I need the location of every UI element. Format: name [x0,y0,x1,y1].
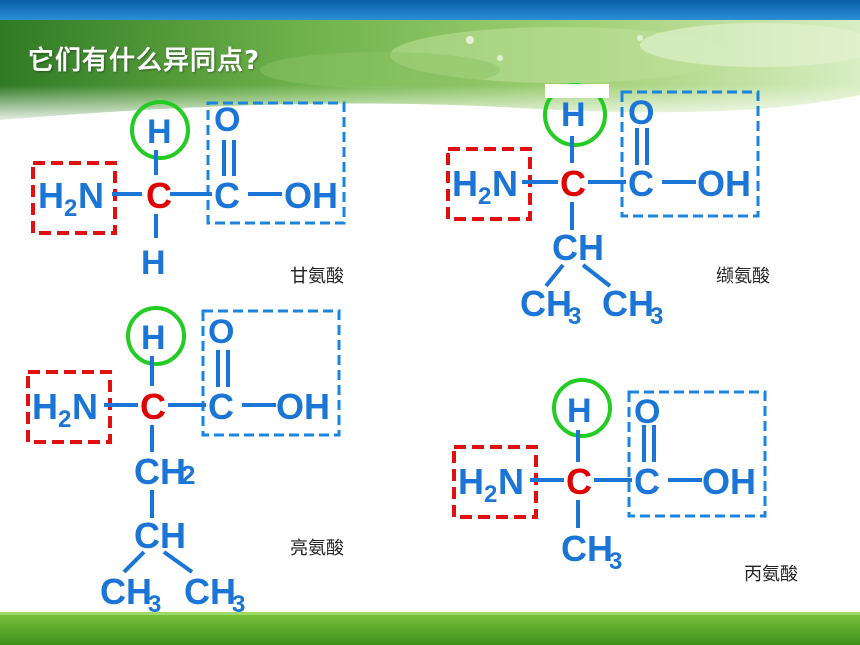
carboxyl-carbon: C [208,386,234,427]
amino-subscript: 2 [478,183,491,210]
carboxyl-group-box [627,390,767,518]
amino-h: H [32,386,58,427]
r-group-ch3-right: CH [184,571,236,612]
alpha-carbon: C [566,461,592,502]
r-group-ch2-sub: 2 [181,460,195,490]
carboxyl-carbon: C [628,163,654,204]
alpha-h-circle [130,100,190,160]
amino-h: H [38,175,64,216]
carboxyl-carbon: C [634,461,660,502]
alpha-carbon: C [560,163,586,204]
alpha-hydrogen: H [141,319,166,357]
r-group-ch3-left: CH [100,571,152,612]
r-group-h: H [141,244,166,282]
amino-subscript: 2 [58,406,71,433]
name-valine: 缬氨酸 [716,266,770,287]
top-blue-bar [0,0,860,20]
name-alanine: 丙氨酸 [744,564,798,585]
slide-title: 它们有什么异同点? [28,46,261,76]
r-group-ch3-left-sub: 3 [148,591,161,618]
alpha-carbon: C [146,175,172,216]
alpha-hydrogen: H [147,113,172,151]
carboxyl-group-box [620,90,760,218]
carboxyl-carbon: C [214,175,240,216]
hydroxyl: OH [697,163,751,204]
carbonyl-oxygen: O [214,101,240,139]
carboxyl-group-box [201,309,341,437]
amino-n: N [78,175,104,216]
amino-h: H [458,461,484,502]
r-group-ch: CH [552,227,604,268]
carbonyl-oxygen: O [634,393,660,431]
r-group-ch3-left-sub: 3 [568,303,581,330]
carbonyl-oxygen: O [628,94,654,132]
alpha-h-circle [552,378,612,438]
r-group-ch3-sub: 3 [609,548,622,575]
r-group-ch3-left: CH [520,283,572,324]
amino-subscript: 2 [484,481,497,508]
name-glycine: 甘氨酸 [290,266,344,287]
r-group-ch3-right-sub: 3 [650,303,663,330]
name-leucine: 亮氨酸 [290,538,344,559]
hydroxyl: OH [702,461,756,502]
amino-group-box [31,161,117,235]
r-group-ch3-right-sub: 3 [232,591,245,618]
amino-n: N [492,163,518,204]
carboxyl-group-box [206,101,346,225]
alpha-carbon: C [140,386,166,427]
alpha-h-circle [126,306,186,366]
alpha-hydrogen: H [561,96,586,134]
alpha-hydrogen: H [567,392,592,430]
r-group-ch3: CH [561,528,613,569]
carbonyl-oxygen: O [208,313,234,351]
amino-h: H [452,163,478,204]
amino-n: N [72,386,98,427]
hydroxyl: OH [284,175,338,216]
hydroxyl: OH [276,386,330,427]
footer-green-bar [0,612,860,645]
amino-subscript: 2 [64,195,77,222]
r-group-ch: CH [134,515,186,556]
amino-n: N [498,461,524,502]
r-group-ch3-right: CH [602,283,654,324]
r-group-ch2: CH [134,451,186,492]
